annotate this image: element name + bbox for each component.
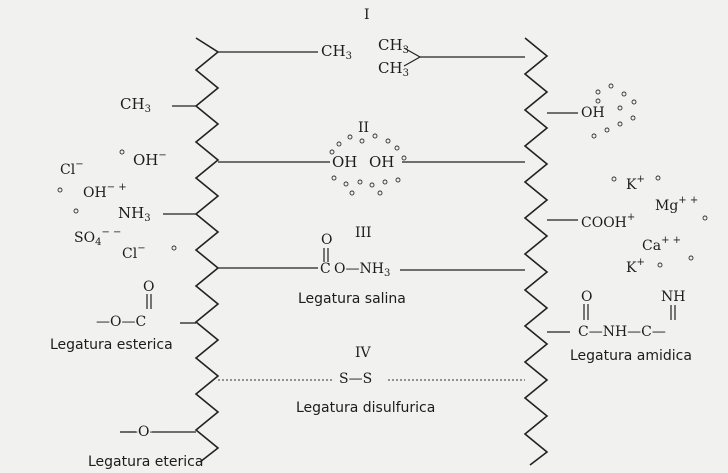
oh-bond-II-a: OH [332,153,358,171]
mg-ion: Mg+ + [655,195,699,214]
cl-ion-bottom: Cl− [122,243,146,262]
amide-o: O [581,289,593,305]
ch3-right-a: CH3 [378,36,409,56]
label-II: II [358,120,370,136]
ca-ion: Ca+ + [642,235,681,254]
ch3-left-mid: CH3 [120,95,151,115]
salt-o: O [321,232,333,248]
caption-esterica: Legatura esterica [50,337,173,353]
amide-nh-top: NH [661,289,686,305]
right-chain [523,37,549,466]
salt-c: C [320,261,331,277]
amide-group: C—NH—C— [578,324,666,340]
oh-minus-ion-2: OH− + [83,182,127,201]
left-chain [194,37,220,463]
water-halo-dots [57,83,708,268]
oh-bond-II-b: OH [369,153,395,171]
label-III: III [355,225,372,241]
caption-disulfurica: Legatura disulfurica [296,400,436,416]
caption-amidica: Legatura amidica [570,348,692,364]
oh-right-top: OH [581,105,605,121]
ester-o: O [143,279,155,295]
caption-eterica: Legatura eterica [88,454,204,470]
cl-ion-top: Cl− [60,159,84,178]
bond-I-fork-b [403,56,421,67]
ether-o: —O— [124,424,164,440]
oh-minus-ion: OH− [133,150,167,169]
ch3-right-b: CH3 [378,59,409,79]
so4-ion: SO4− − [74,227,122,248]
k-ion-top: K+ [626,174,645,193]
ch3-left-bond-I: CH3 [321,42,352,62]
k-ion-bottom: K+ [626,257,645,276]
salt-o-nh3: O—NH3 [334,261,391,279]
ester-group: —O—C [96,314,147,330]
nh3-left: NH3 [118,204,151,224]
label-I: I [364,7,370,23]
bond-I-fork-a [403,47,421,58]
cooh-right: COOH+ [581,212,636,231]
disulfide-ss: S—S [339,371,373,387]
caption-salina: Legatura salina [298,291,406,307]
label-IV: IV [355,345,371,361]
